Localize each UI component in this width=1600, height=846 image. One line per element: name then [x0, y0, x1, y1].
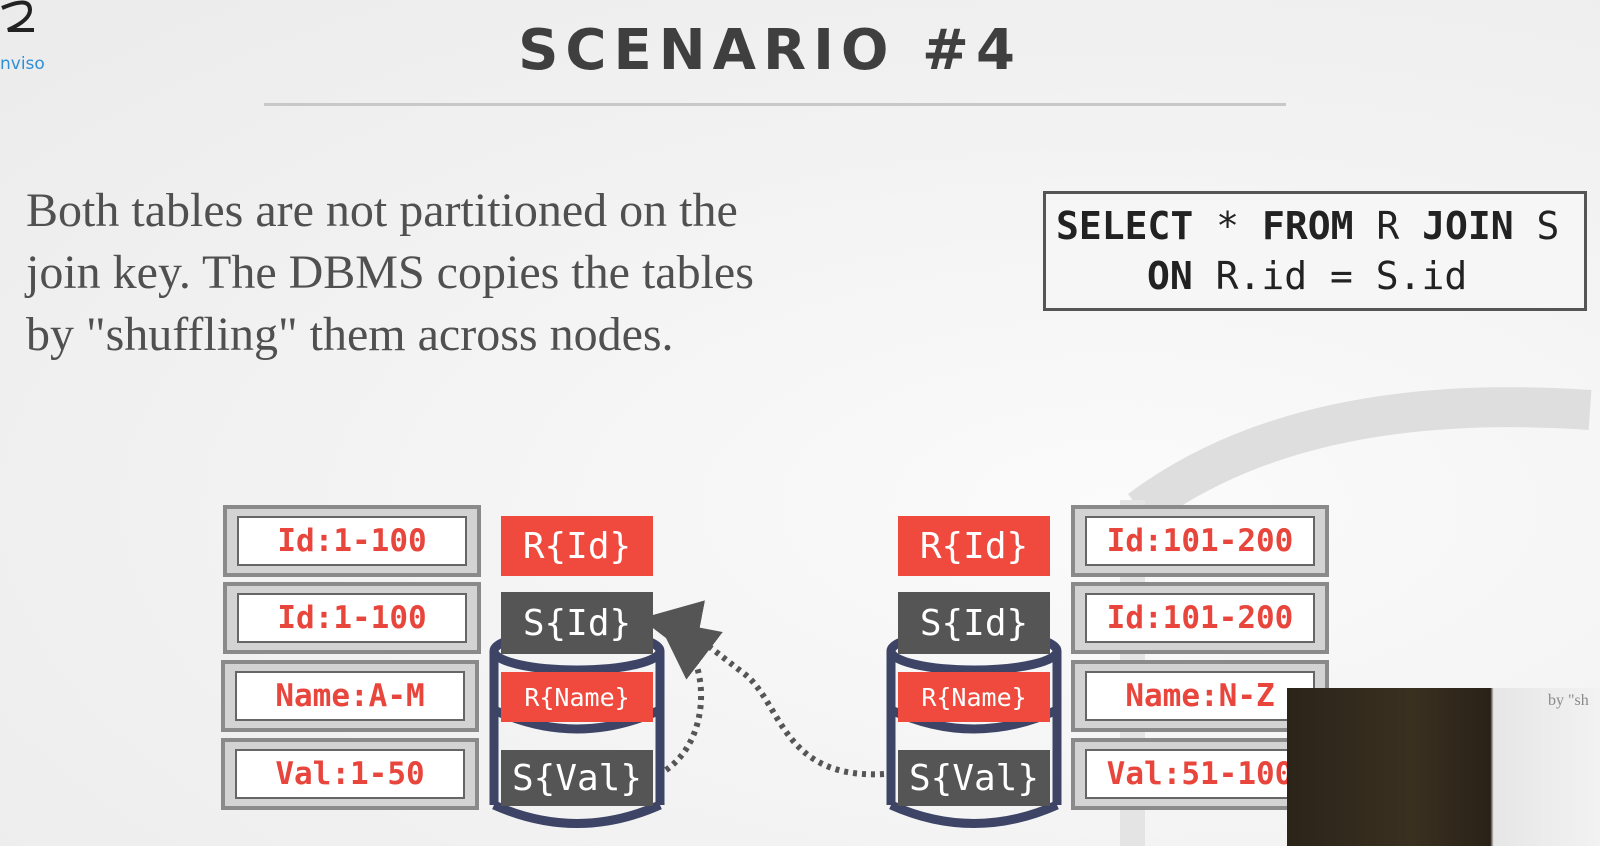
range-label: Id:101-200 — [1085, 516, 1315, 566]
logo-mark — [1, 0, 34, 32]
left-range-box: Name:A-M — [221, 660, 479, 732]
sql-line-1: SELECT * FROM R JOIN S — [1056, 204, 1559, 248]
left-range-box: Id:1-100 — [223, 505, 481, 577]
logo-text: nviso — [0, 54, 45, 74]
sql-keyword: JOIN — [1422, 204, 1514, 248]
partition-tag: R{Id} — [501, 516, 653, 576]
sql-line-2: ON R.id = S.id — [1147, 254, 1467, 298]
right-range-box: Name:N-Z — [1071, 660, 1329, 732]
range-label: Id:1-100 — [237, 593, 467, 643]
range-label: Name:A-M — [235, 671, 465, 721]
partition-tag: S{Val} — [501, 750, 653, 806]
slide-title: SCENARIO #4 — [518, 18, 1022, 83]
partition-tag: R{Id} — [898, 516, 1050, 576]
partition-tag: S{Id} — [898, 592, 1050, 654]
partition-tag: R{Name} — [501, 672, 653, 722]
range-label: Name:N-Z — [1085, 671, 1315, 721]
right-range-box: Id:101-200 — [1071, 582, 1329, 654]
sql-keyword: ON — [1147, 254, 1193, 298]
partition-tag: S{Val} — [898, 750, 1050, 806]
right-range-box: Id:101-200 — [1071, 505, 1329, 577]
left-range-box: Val:1-50 — [221, 738, 479, 810]
sql-token: R — [1376, 204, 1400, 248]
range-label: Id:101-200 — [1085, 593, 1315, 643]
sql-query-box: SELECT * FROM R JOIN S ON R.id = S.id — [1043, 191, 1587, 311]
body-line: by "shuffling" them across nodes. — [26, 308, 674, 361]
webcam-slide-text: by "sh — [1548, 692, 1589, 709]
shuffle-arrow-left-loop — [656, 619, 723, 773]
sql-token: S — [1536, 204, 1560, 248]
sql-token: * — [1216, 204, 1240, 248]
partition-tag: R{Name} — [898, 672, 1050, 722]
sql-token: R.id = S.id — [1215, 254, 1468, 298]
logo — [0, 0, 60, 80]
partition-tag: S{Id} — [501, 592, 653, 654]
left-range-box: Id:1-100 — [223, 582, 481, 654]
sql-keyword: SELECT — [1056, 204, 1194, 248]
slide-body: Both tables are not partitioned on the j… — [26, 180, 896, 366]
body-line: join key. The DBMS copies the tables — [26, 246, 754, 299]
webcam-overlay — [1287, 688, 1600, 846]
range-label: Id:1-100 — [237, 516, 467, 566]
title-divider — [264, 103, 1286, 106]
range-label: Val:51-100 — [1085, 749, 1315, 799]
range-label: Val:1-50 — [235, 749, 465, 799]
body-line: Both tables are not partitioned on the — [26, 184, 738, 237]
sql-keyword: FROM — [1261, 204, 1354, 248]
right-range-box: Val:51-100 — [1071, 738, 1329, 810]
shuffle-arrow-right-to-left — [640, 600, 885, 778]
